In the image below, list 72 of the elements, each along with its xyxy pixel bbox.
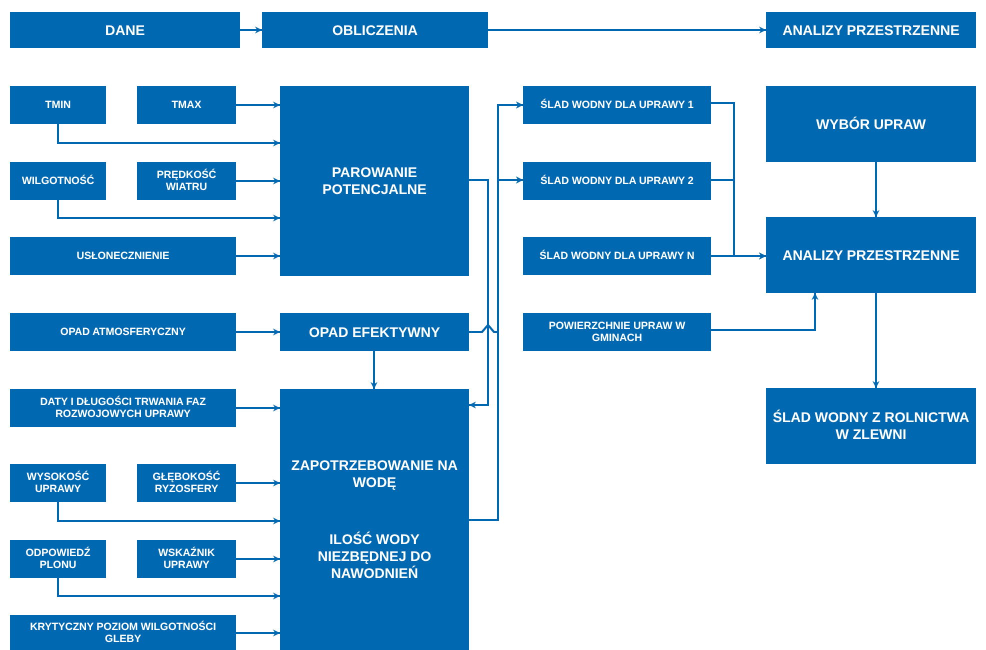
box-label: WILGOTNOŚĆ [22,175,94,187]
arrow [236,556,280,562]
process-box [766,12,976,48]
box-label: ŚLAD WODNY DLA UPRAWY 2 [540,175,694,187]
arrow [236,630,280,636]
process-box [10,313,236,351]
box-label: KRYTYCZNY POZIOM WILGOTNOŚCI GLEBY [28,620,218,644]
arrow [236,252,280,260]
box-label: OPAD EFEKTYWNY [308,324,440,340]
arrow [711,252,766,260]
arrow [469,176,523,521]
box-label: WSKAŹNIK UPRAWY [157,547,216,571]
box-label: ŚLAD WODNY DLA UPRAWY 1 [540,99,694,111]
process-box [137,162,236,200]
box-label: ŚLAD WODNY Z ROLNICTWA W ZLEWNI [772,409,970,443]
process-box [766,217,976,293]
process-box [280,313,469,351]
box-label: ZAPOTRZEBOWANIE NA WODĘ [290,457,459,491]
process-box [10,540,106,578]
process-box [10,162,106,200]
box-label: GŁĘBOKOŚĆ RYZOSFERY [152,471,222,495]
arrow [469,179,489,408]
arrow [236,178,280,184]
process-box [523,86,711,124]
box-label: TMAX [172,99,202,111]
arrow [872,293,880,388]
box-label: PAROWANIE POTENCJALNE [321,164,428,198]
process-box [262,12,488,48]
arrow [370,351,378,389]
process-box [766,388,976,464]
box-label: WYSOKOŚĆ UPRAWY [26,471,90,495]
box-label: DATY I DŁUGOŚCI TRWANIA FAZ ROZWOJOWYCH UPRAWY [39,396,207,420]
arrow [57,502,280,524]
process-box [137,464,236,502]
box-label: OPAD ATMOSFERYCZNY [60,326,186,338]
box-label: ŚLAD WODNY DLA UPRAWY N [540,250,694,262]
process-box [523,162,711,200]
box-label: ANALIZY PRZESTRZENNE [782,246,960,264]
process-box [523,313,711,351]
box-label: WYBÓR UPRAW [816,116,926,132]
process-box [280,389,469,650]
arrow [240,26,262,34]
arrow [57,124,280,146]
process-box [10,237,236,275]
box-label: TMIN [45,99,71,111]
arrow [57,578,280,600]
arrow [236,328,280,336]
process-box [137,86,236,124]
box-label: ANALIZY PRZESTRZENNE [782,22,960,38]
box-label: DANE [105,22,145,38]
box-label: ODPOWIEDŹ PLONU [24,547,92,571]
process-box [280,86,469,276]
arrow [236,102,280,108]
box-label: USŁONECZNIENIE [76,250,170,262]
process-box [137,540,236,578]
arrow [711,293,818,331]
arrow [236,404,280,412]
box-label: OBLICZENIA [332,22,418,38]
arrow [872,162,880,217]
arrow [488,26,766,34]
process-box [10,464,106,502]
box-label: ILOŚĆ WODY NIEZBĘDNEJ DO NAWODNIEŃ [316,531,432,582]
box-label: POWIERZCHNIE UPRAW W GMINACH [548,320,686,344]
process-box [10,389,236,427]
arrow [236,480,280,486]
box-label: PRĘDKOŚĆ WIATRU [156,169,218,193]
arrow [57,200,280,222]
process-box [766,86,976,162]
process-box [10,615,236,650]
process-box [10,86,106,124]
process-box [10,12,240,48]
process-box [523,237,711,275]
